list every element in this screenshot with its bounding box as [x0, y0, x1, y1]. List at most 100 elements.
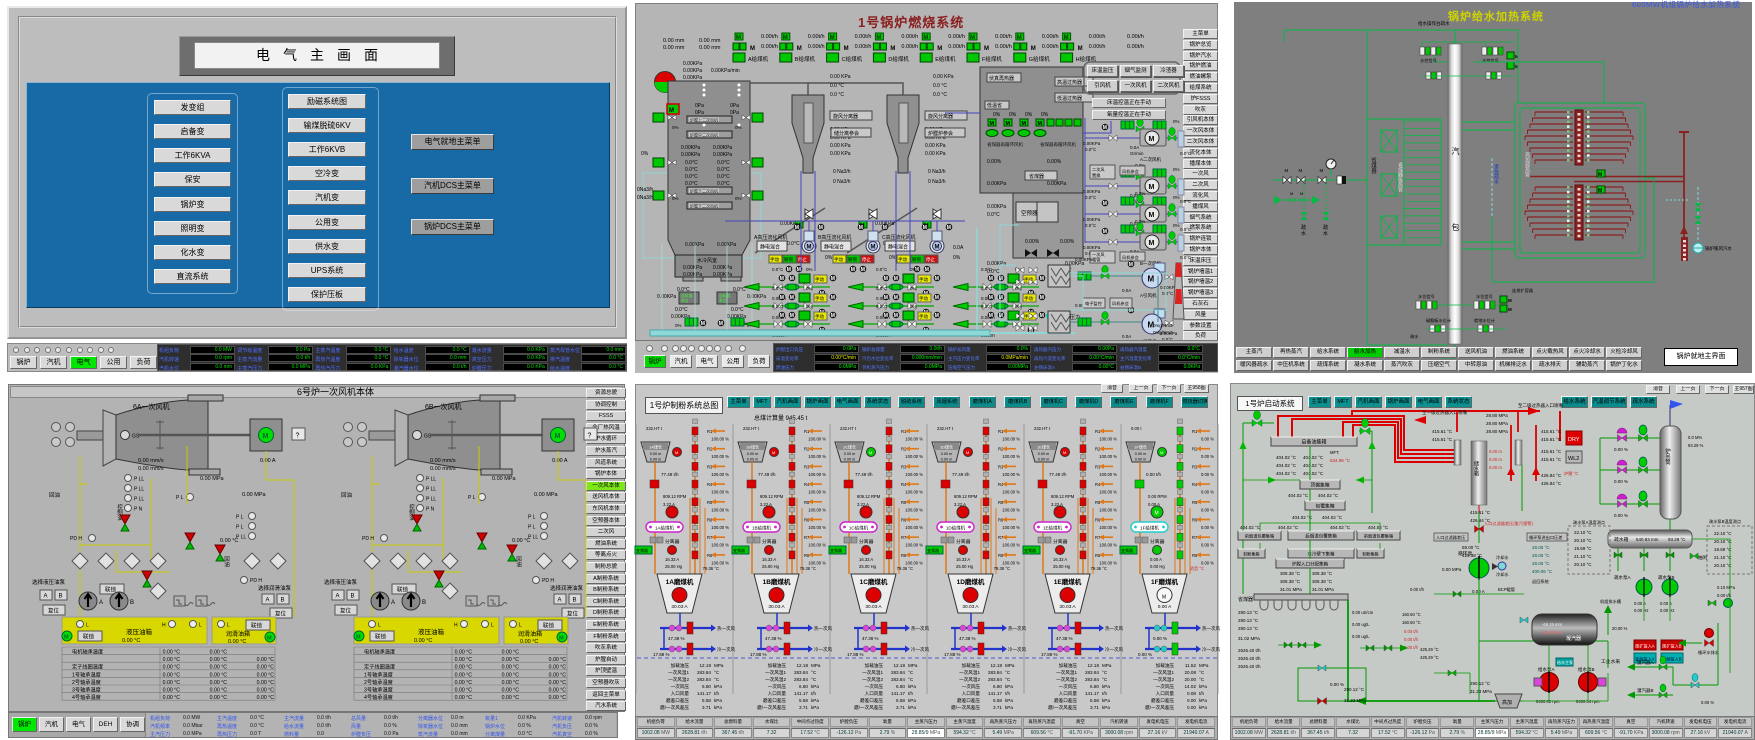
- svg-text:M: M: [267, 636, 272, 642]
- svg-text:R3: R3: [1192, 464, 1198, 469]
- svg-text:100.00 %: 100.00 %: [1002, 437, 1020, 442]
- svg-text:分离器: 分离器: [762, 538, 777, 545]
- svg-text:0.00 KPa: 0.00 KPa: [830, 74, 851, 80]
- svg-text:0.00t/h: 0.00t/h: [1042, 34, 1059, 40]
- svg-text:分离器: 分离器: [1053, 538, 1068, 545]
- svg-text:入口过滤器差压: 入口过滤器差压: [1436, 534, 1465, 541]
- svg-text:给水操作台疏水: 给水操作台疏水: [1418, 20, 1450, 27]
- svg-text:540.93 mm: 540.93 mm: [1636, 537, 1659, 542]
- svg-text:停止: 停止: [926, 256, 935, 263]
- svg-text:M: M: [819, 225, 823, 231]
- svg-text:给水泵B: 给水泵B: [1578, 666, 1595, 673]
- svg-text:0.00KPa: 0.00KPa: [713, 152, 732, 158]
- svg-text:M: M: [790, 295, 794, 301]
- svg-text:Gr/min: Gr/min: [1130, 227, 1144, 232]
- svg-text:0%: 0%: [672, 125, 679, 130]
- svg-text:M: M: [356, 635, 361, 641]
- svg-text:0 Na3/h: 0 Na3/h: [833, 179, 851, 185]
- svg-text:返料器: 返料器: [681, 293, 693, 298]
- svg-text:426.84 °C: 426.84 °C: [1541, 481, 1562, 486]
- svg-text:6.80: 6.80: [702, 684, 711, 689]
- svg-text:0.0A: 0.0A: [1122, 288, 1131, 293]
- svg-text:手动: 手动: [1024, 276, 1033, 283]
- svg-text:L: L: [199, 623, 202, 629]
- svg-text:M: M: [1162, 595, 1166, 601]
- svg-text:灌汽器B: 灌汽器B: [1637, 687, 1654, 694]
- svg-text:入口风量: 入口风量: [768, 690, 787, 697]
- svg-text:R2: R2: [901, 447, 907, 452]
- svg-text:0.00 %: 0.00 %: [1201, 543, 1214, 548]
- svg-text:79.36 °C: 79.36 °C: [897, 566, 913, 571]
- svg-text:0.00 °C: 0.00 °C: [228, 639, 246, 645]
- svg-text:选择润滑油泵: 选择润滑油泵: [550, 584, 584, 592]
- svg-text:0.00%: 0.00%: [1047, 159, 1062, 165]
- svg-text:高温过热器: 高温过热器: [1057, 79, 1082, 86]
- svg-text:14.02: 14.02: [1185, 684, 1197, 689]
- svg-text:415.61 °C: 415.61 °C: [1541, 457, 1562, 462]
- svg-text:0.0 °C: 0.0 °C: [933, 83, 947, 89]
- svg-text:M: M: [1598, 172, 1602, 178]
- svg-text:0.00 A: 0.00 A: [1634, 601, 1646, 606]
- svg-text:0Na3/h: 0Na3/h: [637, 195, 653, 201]
- svg-text:0.00 °C: 0.00 °C: [257, 665, 275, 671]
- svg-text:0.0A: 0.0A: [1130, 145, 1139, 150]
- svg-text:变频器: 变频器: [927, 547, 939, 553]
- svg-text:0.00 KPa: 0.00 KPa: [925, 151, 946, 157]
- svg-text:3号轴承温度: 3号轴承温度: [72, 686, 101, 694]
- svg-text:R8: R8: [901, 553, 907, 558]
- svg-text:0.00KPa: 0.00KPa: [681, 152, 700, 158]
- svg-text:一次风温1: 一次风温1: [1056, 669, 1077, 676]
- svg-text:0.00 %: 0.00 %: [1201, 454, 1214, 459]
- svg-text:kPa: kPa: [714, 684, 722, 689]
- svg-text:0.00 MPa: 0.00 MPa: [534, 492, 558, 498]
- svg-text:100.00 %: 100.00 %: [1099, 525, 1117, 530]
- svg-text:M: M: [883, 225, 887, 231]
- svg-text:M: M: [894, 313, 898, 319]
- svg-text:D给煤机: D给煤机: [888, 55, 909, 63]
- svg-text:6B一次风机: 6B一次风机: [425, 402, 462, 411]
- svg-text:分离器: 分离器: [665, 538, 680, 545]
- svg-text:415.61 °C: 415.61 °C: [1541, 437, 1562, 442]
- svg-text:3.22 A: 3.22 A: [663, 502, 675, 507]
- svg-text:R7: R7: [901, 535, 907, 540]
- svg-text:0.08: 0.08: [1187, 691, 1196, 696]
- svg-text:0%: 0%: [1015, 304, 1022, 309]
- svg-text:0.00t/h: 0.00t/h: [901, 44, 918, 50]
- svg-text:290.13 °C: 290.13 °C: [1238, 618, 1259, 623]
- svg-text:°C: °C: [1005, 677, 1011, 682]
- svg-text:0.00 MPa: 0.00 MPa: [492, 476, 516, 482]
- svg-text:M: M: [861, 267, 865, 273]
- svg-text:100.00 %: 100.00 %: [711, 490, 729, 495]
- svg-text:3.22 A: 3.22 A: [954, 502, 966, 507]
- svg-text:PD H: PD H: [542, 578, 554, 584]
- svg-text:加载油压: 加载油压: [1059, 662, 1078, 669]
- svg-text:回油: 回油: [49, 491, 61, 499]
- svg-text:MPa: MPa: [1199, 663, 1209, 668]
- svg-text:0.0°C: 0.0°C: [1180, 255, 1192, 260]
- svg-text:100.00 %: 100.00 %: [1002, 490, 1020, 495]
- svg-text:16.33 A: 16.33 A: [665, 557, 679, 562]
- svg-text:0.00 mm: 0.00 mm: [699, 38, 721, 44]
- svg-text:0.00 t/h: 0.00 t/h: [1404, 629, 1419, 634]
- svg-text:M: M: [1149, 212, 1155, 219]
- svg-text:M: M: [1103, 125, 1107, 131]
- svg-text:M: M: [1031, 46, 1036, 52]
- svg-text:404.02 °C: 404.02 °C: [1240, 525, 1261, 530]
- svg-text:2号轴承温度: 2号轴承温度: [72, 678, 101, 686]
- svg-text:415.61 °C: 415.61 °C: [1470, 510, 1491, 515]
- svg-text:0.00 Hz: 0.00 Hz: [1660, 608, 1674, 613]
- svg-text:M: M: [831, 295, 835, 301]
- svg-text:0.00 m: 0.00 m: [747, 452, 759, 456]
- svg-text:100.00 %: 100.00 %: [905, 543, 923, 548]
- svg-text:0.0 °C: 0.0 °C: [830, 83, 844, 89]
- svg-text:0.00 mm/s: 0.00 mm/s: [138, 466, 164, 472]
- svg-text:°C: °C: [1102, 677, 1108, 682]
- svg-text:0%: 0%: [675, 323, 682, 328]
- svg-text:0.00 A: 0.00 A: [1472, 589, 1485, 594]
- svg-text:静电混合: 静电混合: [888, 244, 908, 251]
- svg-text:定子线圈温度: 定子线圈温度: [364, 663, 395, 671]
- svg-text:0.00KPa: 0.00KPa: [683, 272, 702, 278]
- svg-text:水控信号: 水控信号: [1482, 57, 1499, 64]
- svg-text:141.17: 141.17: [988, 691, 1002, 696]
- svg-text:30.03 A: 30.03 A: [1059, 604, 1076, 610]
